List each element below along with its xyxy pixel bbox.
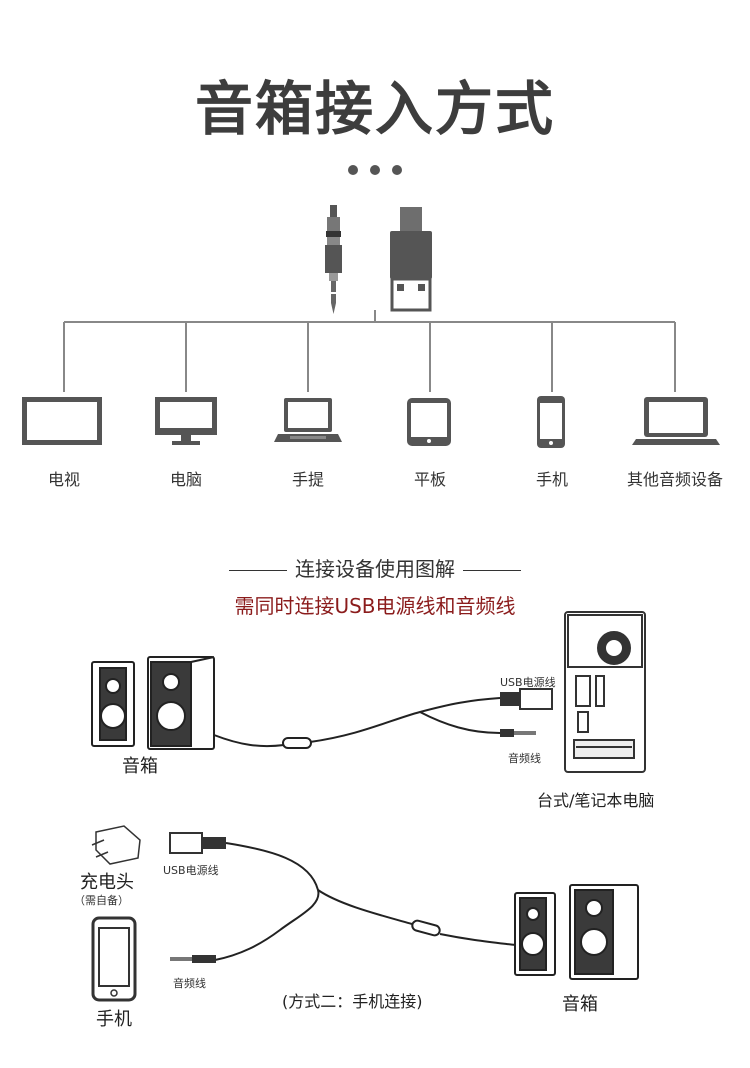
device-label-laptop: 手提 bbox=[291, 470, 324, 489]
method-two-label: (方式二：手机连接) bbox=[282, 992, 423, 1011]
usb-cable-label: USB电源线 bbox=[500, 676, 556, 689]
usb-plug-small-icon bbox=[169, 832, 226, 854]
audio-jack-icon bbox=[325, 205, 342, 314]
speaker-label: 音箱 bbox=[122, 756, 158, 777]
separator-dots bbox=[0, 160, 750, 179]
charger-note: （需自备） bbox=[74, 894, 129, 907]
phone-icon bbox=[91, 916, 137, 1002]
audio-jack-small-icon bbox=[170, 955, 216, 963]
monitor-icon bbox=[155, 397, 217, 445]
computer-label: 台式/笔记本电脑 bbox=[537, 791, 655, 810]
device-label-tv: 电视 bbox=[47, 470, 80, 489]
device-label-other: 其他音频设备 bbox=[626, 470, 723, 489]
cable-method1 bbox=[213, 697, 501, 748]
laptop-icon bbox=[632, 397, 720, 445]
tv-icon bbox=[22, 397, 102, 445]
section-title: 连接设备使用图解 bbox=[0, 553, 750, 582]
audio-cable-label: 音频线 bbox=[173, 977, 206, 990]
charger-label: 充电头 bbox=[80, 872, 134, 893]
connection-note: 需同时连接USB电源线和音频线 bbox=[234, 594, 516, 618]
usb-plug-small-icon bbox=[500, 688, 553, 710]
cable-method2 bbox=[214, 842, 516, 961]
device-label-phone: 手机 bbox=[535, 470, 568, 489]
inline-volume-control bbox=[411, 919, 441, 937]
usb-plug-icon bbox=[390, 207, 432, 312]
device-label-tablet: 平板 bbox=[413, 470, 446, 489]
tablet-icon bbox=[407, 398, 451, 446]
page-title: 音箱接入方式 bbox=[194, 75, 555, 143]
charger-icon bbox=[91, 825, 141, 865]
device-label-computer: 电脑 bbox=[169, 470, 202, 489]
tree-lines bbox=[63, 310, 676, 392]
audio-jack-small-icon bbox=[500, 729, 536, 737]
phone-icon bbox=[537, 396, 565, 448]
speaker-label: 音箱 bbox=[562, 994, 598, 1015]
desktop-tower-icon bbox=[564, 611, 646, 773]
speaker-pair-icon bbox=[514, 884, 639, 980]
inline-volume-control bbox=[282, 737, 312, 749]
audio-cable-label: 音频线 bbox=[508, 752, 541, 765]
phone-label: 手机 bbox=[96, 1009, 132, 1030]
speaker-pair-icon bbox=[91, 656, 215, 750]
usb-cable-label: USB电源线 bbox=[163, 864, 219, 877]
laptop-icon bbox=[274, 398, 342, 442]
